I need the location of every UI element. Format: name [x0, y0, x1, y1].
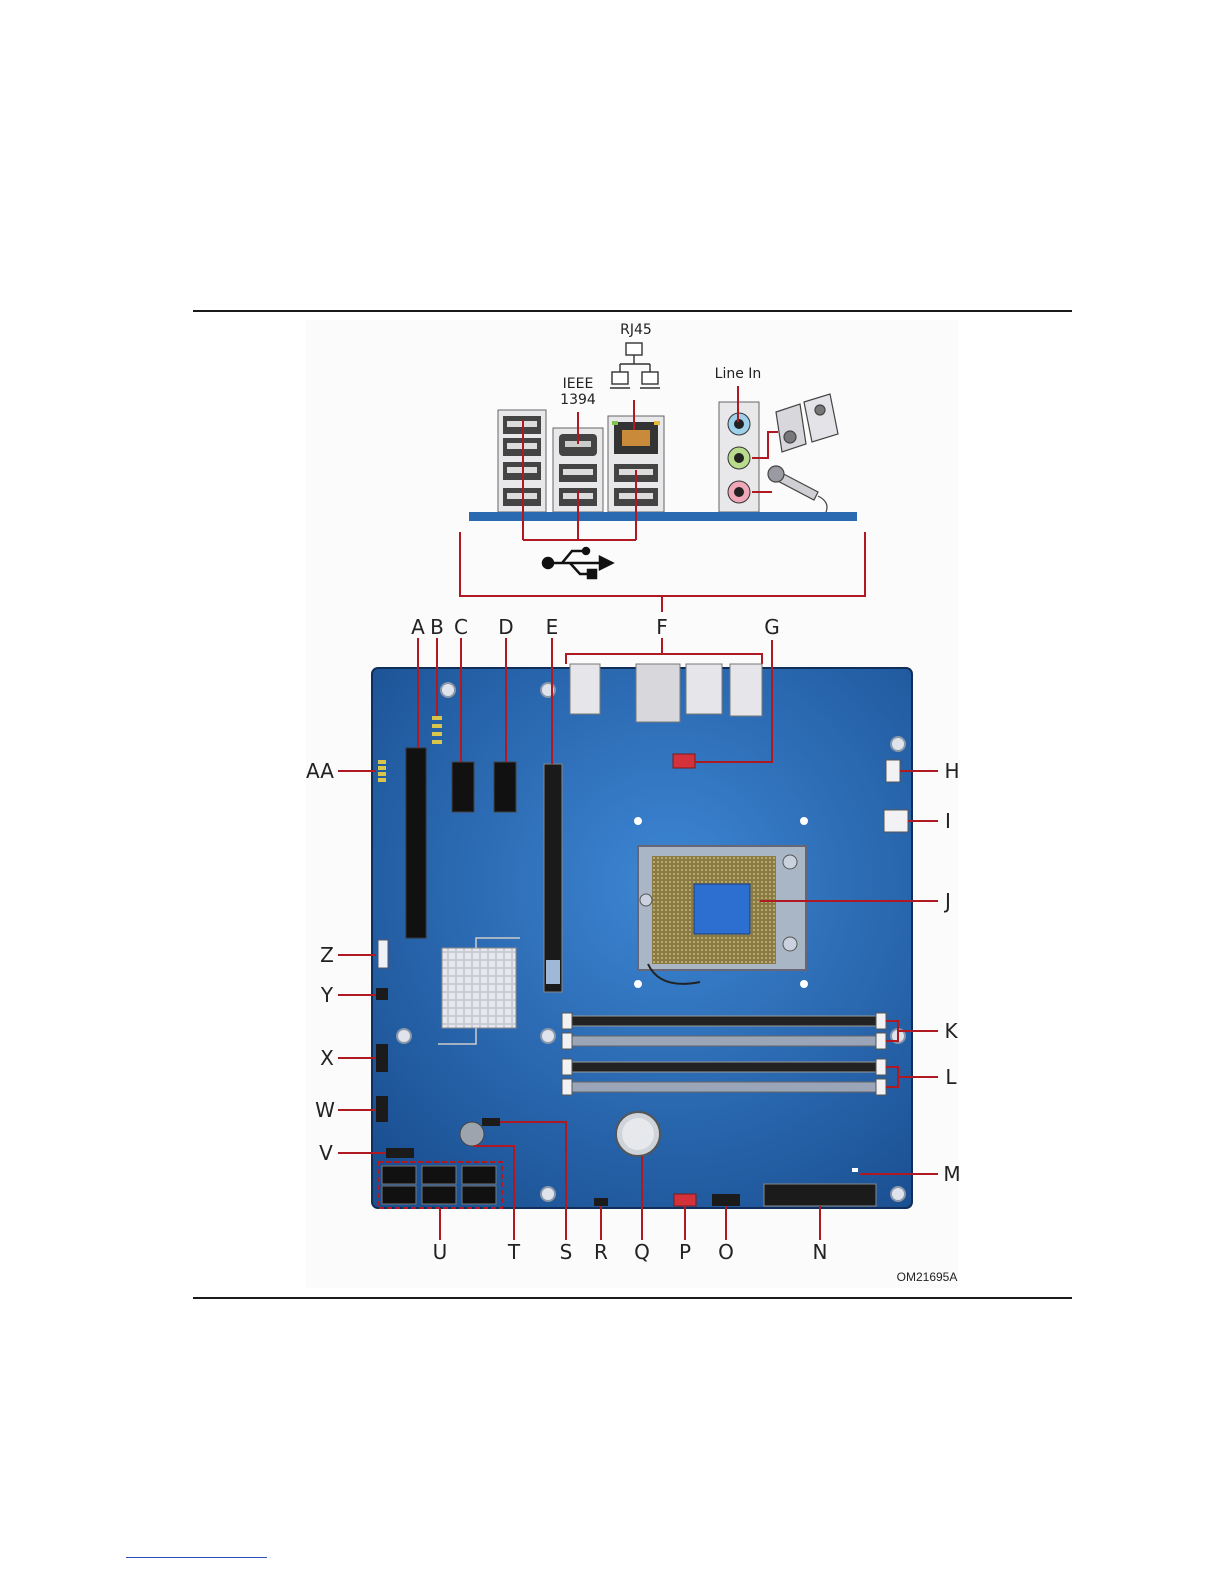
- pcie-x1-slot-d: [494, 762, 516, 812]
- callout-i: I: [945, 809, 951, 833]
- callout-s: S: [560, 1240, 573, 1264]
- ieee-label-line2: 1394: [560, 392, 596, 408]
- rj45-label: RJ45: [620, 322, 652, 338]
- standby-led: [852, 1168, 858, 1172]
- atx-main-power: [764, 1184, 876, 1206]
- jumper-s: [482, 1118, 500, 1126]
- callout-c: C: [454, 615, 468, 639]
- motherboard: [372, 664, 912, 1208]
- callout-q: Q: [634, 1240, 650, 1264]
- ieee-label-line1: IEEE: [563, 376, 594, 392]
- header-v: [386, 1148, 414, 1158]
- callout-g: G: [764, 615, 780, 639]
- pcie-x1-slot-c: [452, 762, 474, 812]
- pcie-x16-latch: [546, 960, 560, 984]
- callout-h: H: [944, 759, 959, 783]
- callout-r: R: [594, 1240, 608, 1264]
- callout-n: N: [813, 1240, 828, 1264]
- callout-d: D: [498, 615, 513, 639]
- callout-b: B: [430, 615, 444, 639]
- fan-header-g: [673, 754, 695, 768]
- callout-z: Z: [320, 943, 334, 967]
- line-in-label: Line In: [715, 366, 762, 382]
- atx-12v-connector: [884, 810, 908, 832]
- callout-x: X: [320, 1046, 334, 1070]
- callout-u: U: [433, 1240, 448, 1264]
- jumper-r: [594, 1198, 608, 1206]
- fan-header-p: [674, 1194, 696, 1206]
- callout-m: M: [943, 1162, 960, 1186]
- callout-t: T: [507, 1240, 521, 1264]
- header-x: [376, 1044, 388, 1072]
- header-y: [376, 988, 388, 1000]
- callout-aa: AA: [306, 759, 334, 783]
- callout-y: Y: [320, 983, 334, 1007]
- callout-l: L: [945, 1065, 957, 1089]
- board-rear-connectors: [570, 664, 762, 722]
- callout-v: V: [319, 1141, 333, 1165]
- callout-j: J: [943, 889, 951, 913]
- callout-f: F: [656, 615, 668, 639]
- fan-header-h: [886, 760, 900, 782]
- cpu-socket: [638, 846, 806, 984]
- callout-e: E: [546, 615, 559, 639]
- callout-a: A: [411, 615, 425, 639]
- pci-slot: [406, 748, 426, 938]
- onboard-speaker: [460, 1122, 484, 1146]
- header-w: [376, 1096, 388, 1122]
- pcie-x16-slot: [544, 764, 562, 992]
- callout-p: P: [679, 1240, 691, 1264]
- callout-o: O: [718, 1240, 734, 1264]
- callout-k: K: [944, 1019, 958, 1043]
- chipset-heatsink: [442, 948, 516, 1028]
- front-panel-header: [712, 1194, 740, 1206]
- io-shield: [469, 512, 857, 521]
- header-z: [378, 940, 388, 968]
- figure-code: OM21695A: [897, 1270, 958, 1284]
- callout-w: W: [315, 1098, 335, 1122]
